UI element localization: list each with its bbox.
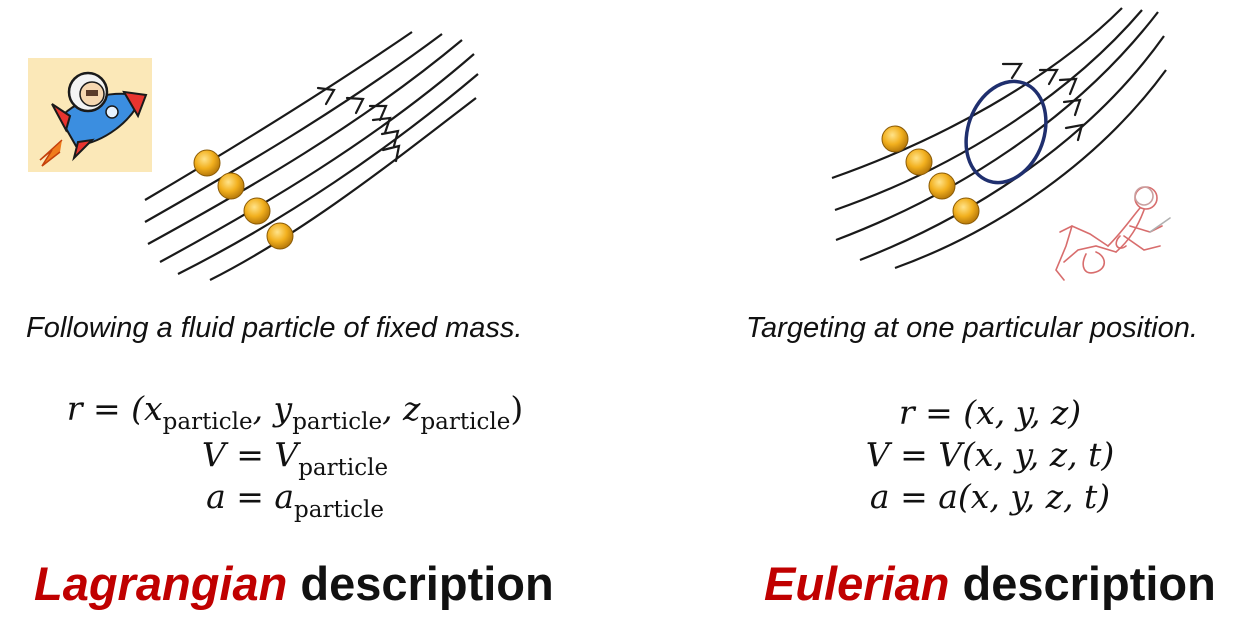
fluid-particle [266,222,294,250]
streamline [177,73,479,275]
streamline [894,69,1167,270]
left-title-rest: description [287,557,554,610]
streamline [147,39,463,245]
streamline [209,97,477,281]
arrowhead [381,144,401,163]
right-equation-acceleration: a = a(x, y, z, t) [869,477,1111,516]
fluid-particle [217,172,245,200]
right-flow-arrows [1001,62,1084,142]
arrowhead [1062,98,1082,117]
right-title: Eulerian description [764,556,1216,611]
streamline [159,53,475,263]
arrowhead [345,96,365,115]
streamline [831,7,1123,180]
right-streamlines [831,7,1167,270]
left-caption: Following a fluid particle of fixed mass… [26,312,523,344]
arrowhead [316,86,336,106]
eulerian-keyword: Eulerian [764,557,950,610]
fluid-particle [243,197,271,225]
left-title: Lagrangian description [34,556,554,611]
lagrangian-keyword: Lagrangian [34,557,288,610]
sketch-figure-icon [1055,186,1171,281]
right-fluid-particles [881,125,980,225]
right-equation-position: r = (x, y, z) [898,393,1082,432]
right-title-rest: description [949,557,1216,610]
streamline [835,11,1159,242]
fluid-particle [952,197,980,225]
left-equation-position: r = (xparticle, yparticle, zparticle) [66,389,524,435]
arrowhead [1058,77,1078,96]
left-fluid-particles [193,149,294,250]
streamline [144,31,413,201]
astronaut-rocket-icon [28,58,152,172]
left-flow-arrows [316,86,401,163]
arrowhead [380,129,400,148]
right-caption: Targeting at one particular position. [746,312,1198,344]
left-streamlines [144,31,479,281]
right-equation-velocity: V = V(x, y, z, t) [865,435,1115,474]
arrowhead [1038,68,1059,86]
streamline [144,33,443,223]
fluid-particle [928,172,956,200]
arrowhead [1001,62,1024,80]
left-equation-velocity: V = Vparticle [201,435,389,481]
fluid-particle [193,149,221,177]
fluid-particle [881,125,909,153]
left-equation-acceleration: a = aparticle [206,477,384,523]
arrowhead [371,116,392,135]
streamline [834,9,1143,212]
fluid-particle [905,148,933,176]
control-volume-ring [964,79,1048,185]
arrowhead [1064,123,1084,142]
arrowhead [368,104,388,122]
